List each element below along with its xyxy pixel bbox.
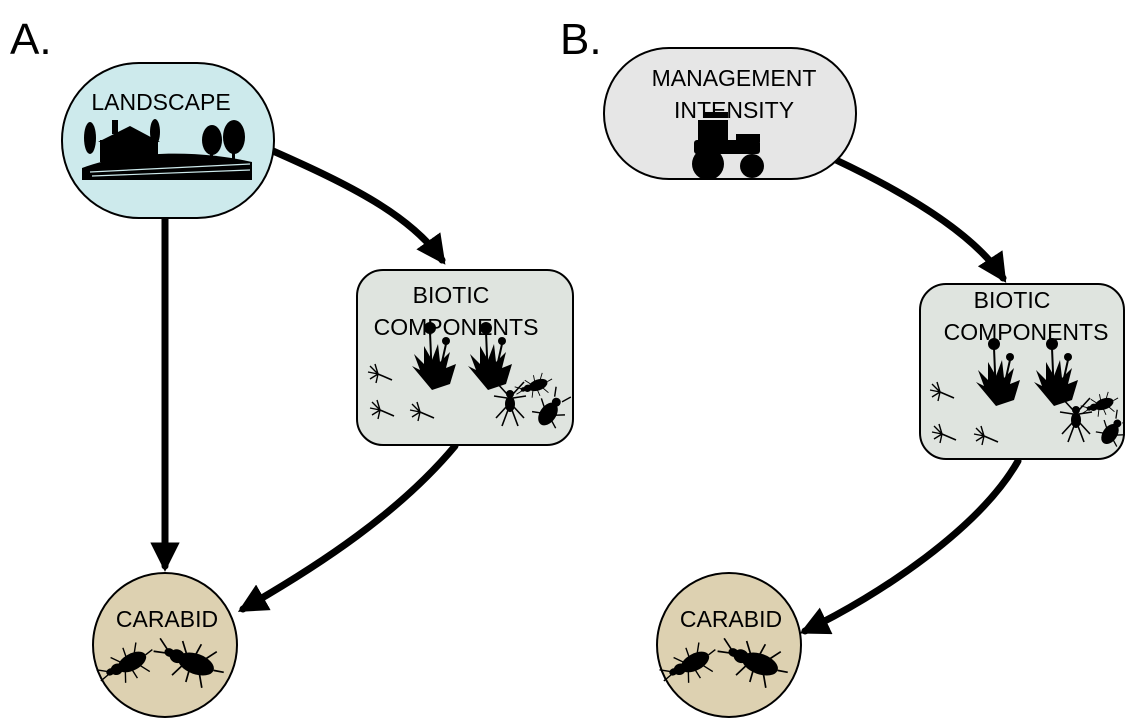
biotic-b-label-line1: BIOTIC [974,287,1051,313]
carabid-a-label: CARABID [116,606,218,632]
edge-biotic-to-carabid [237,442,459,613]
biotic-components-node-b: BIOTIC COMPONENTS [919,283,1125,460]
biotic-b-label-line2: COMPONENTS [944,319,1109,345]
management-label-line2: INTENSITY [674,97,794,123]
edge-biotic-to-carabid-b [799,457,1022,635]
landscape-label: LANDSCAPE [91,89,230,115]
panel-a-label: A. [10,15,52,64]
edge-landscape-to-biotic [269,147,446,265]
management-intensity-node: MANAGEMENT INTENSITY [603,47,857,180]
biotic-components-node-a: BIOTIC COMPONENTS [356,269,577,446]
landscape-node: LANDSCAPE [61,62,275,219]
carabid-b-label: CARABID [680,606,782,632]
management-node-shape [603,47,857,180]
farm-landscape-icon [82,119,252,180]
carabid-node-a: CARABID [91,572,238,718]
carabid-node-b: CARABID [654,572,802,718]
biotic-a-label-line2: COMPONENTS [374,314,539,340]
panel-b-label: B. [560,15,602,64]
biotic-node-a-shape [356,269,574,446]
edge-management-to-biotic [832,156,1007,283]
management-label-line1: MANAGEMENT [652,65,817,91]
biotic-a-label-line1: BIOTIC [413,282,490,308]
